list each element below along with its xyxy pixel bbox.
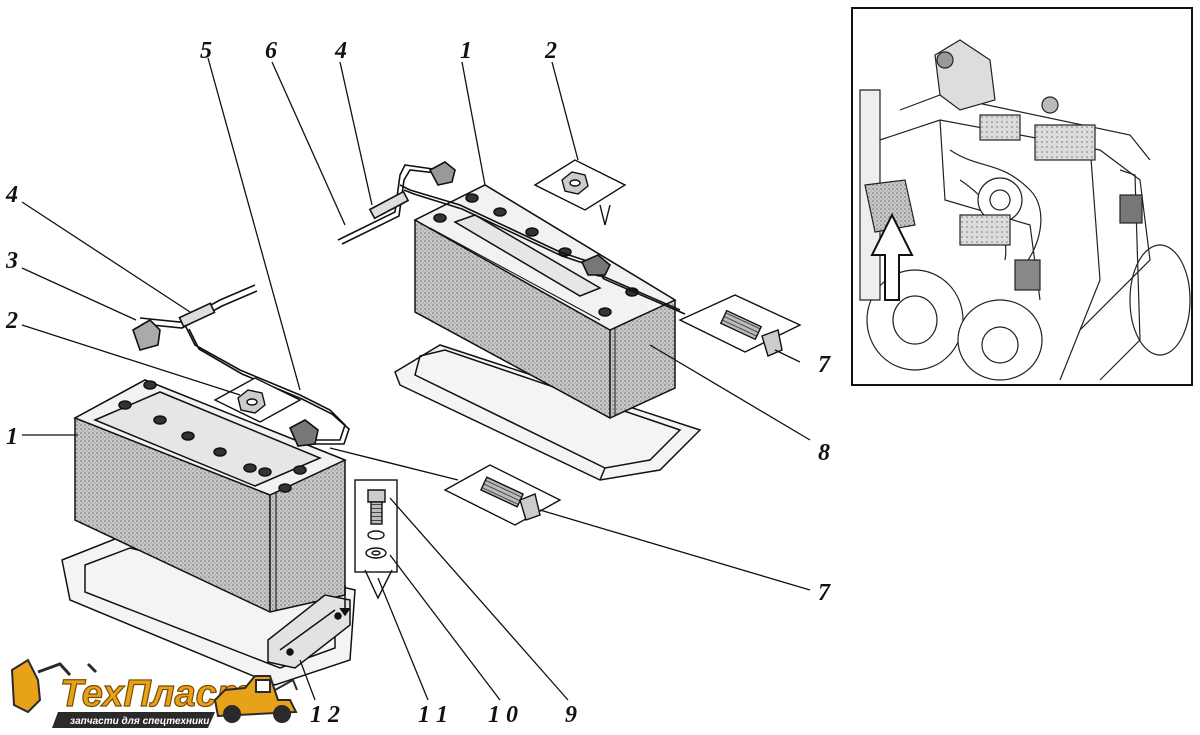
terminal-bolt-detail-bottom xyxy=(329,447,562,526)
nut-detail-left xyxy=(213,377,302,423)
callout-4-left: 4 xyxy=(5,182,18,208)
callout-1-left: 1 xyxy=(6,424,18,450)
callout-10: 1 0 xyxy=(488,702,518,728)
callout-2-left: 2 xyxy=(5,308,18,334)
battery-tray-top xyxy=(394,344,702,481)
logo-banner xyxy=(52,712,215,728)
callout-4-top: 4 xyxy=(334,38,347,64)
callout-7-top: 7 xyxy=(818,352,831,378)
logo-tagline: запчасти для спецтехники xyxy=(70,716,209,727)
callout-11: 1 1 xyxy=(418,702,448,728)
leader-lines xyxy=(21,57,811,701)
callout-7-bottom: 7 xyxy=(818,580,831,606)
callout-3: 3 xyxy=(5,248,18,274)
battery-bottom xyxy=(61,379,356,686)
callout-5: 5 xyxy=(200,38,212,64)
battery-bottom-terminals xyxy=(118,380,307,493)
logo-bucket-icon xyxy=(10,658,42,714)
techplast-logo: ТехПласт запчасти для спецтехники xyxy=(10,658,298,728)
location-inset xyxy=(851,7,1193,386)
cables xyxy=(132,161,686,447)
fastener-set-detail xyxy=(354,479,398,600)
logo-loader-icon xyxy=(213,675,298,723)
battery-top xyxy=(394,184,702,481)
callout-2-top: 2 xyxy=(544,38,557,64)
hold-down-bracket xyxy=(267,594,351,669)
callout-8: 8 xyxy=(818,440,830,466)
callout-1-top: 1 xyxy=(460,38,472,64)
callout-12: 1 2 xyxy=(310,702,340,728)
callout-9: 9 xyxy=(565,702,577,728)
nut-detail-top xyxy=(533,159,627,226)
callout-numbers: 1 2 4 6 5 4 3 2 1 7 8 7 1 2 1 1 1 0 9 xyxy=(5,38,831,728)
terminal-bolt-detail-top xyxy=(678,294,802,357)
callout-6: 6 xyxy=(265,38,277,64)
